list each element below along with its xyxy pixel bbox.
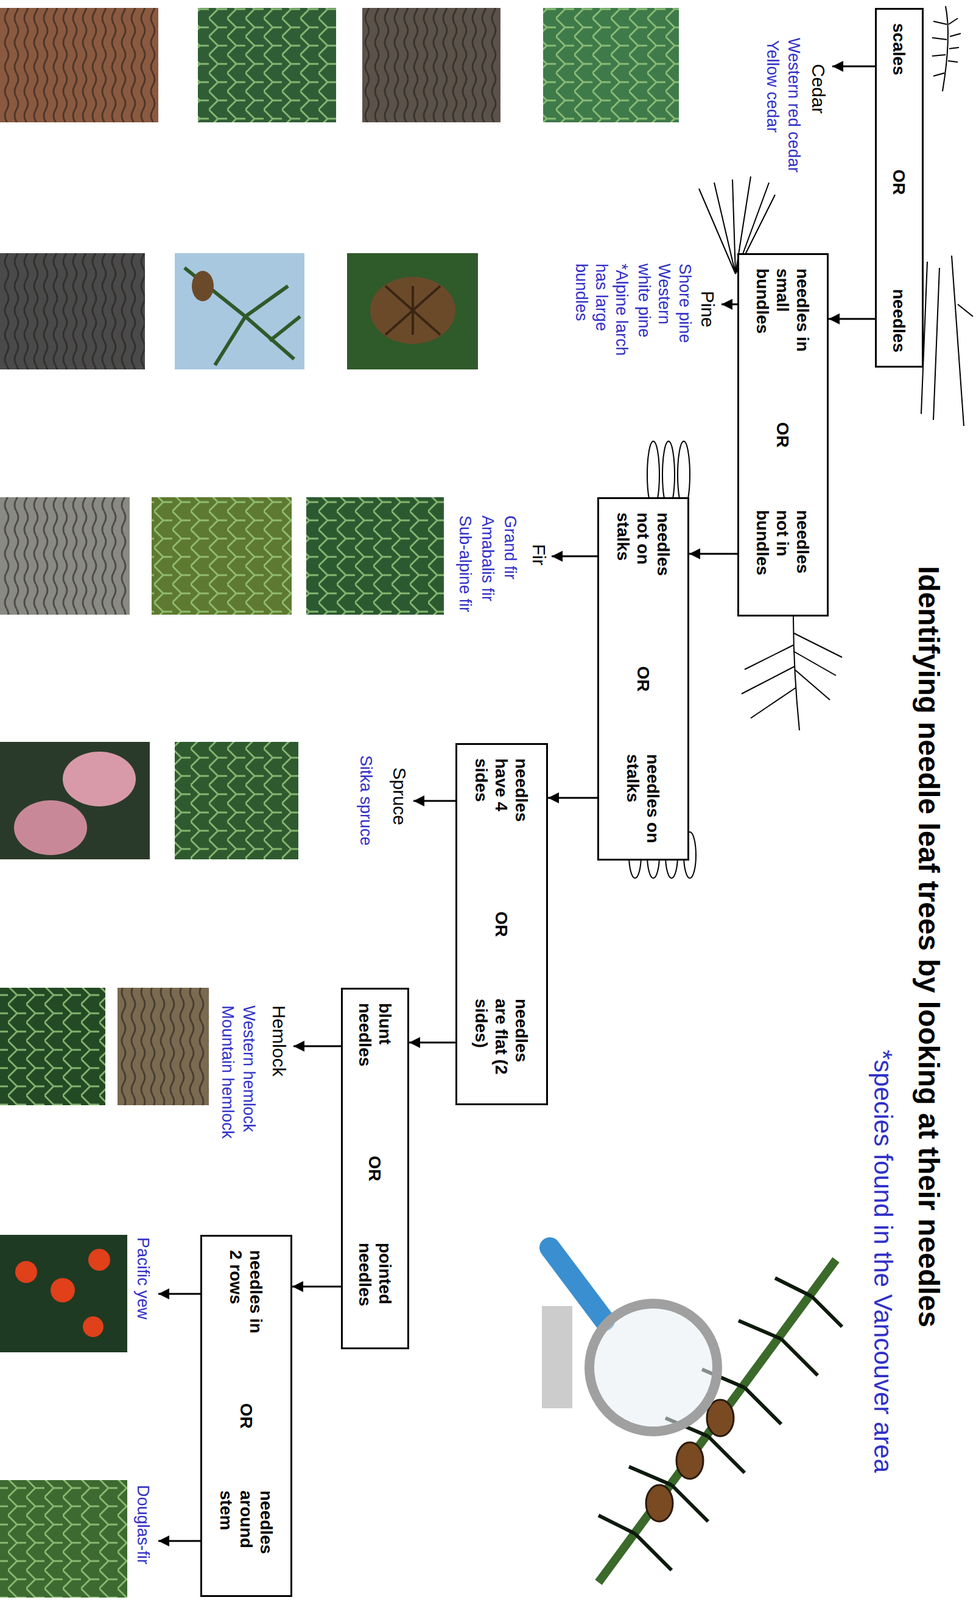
choice-text: needles not in bundles [753,510,814,602]
or-label: OR [491,912,513,938]
genus-label: Fir [528,544,550,566]
species-label: Grand fir [499,515,521,580]
choice-text: needles have 4 sides [471,758,533,850]
diagram-title: Identifying needle leaf trees by looking… [911,566,946,1328]
flow-arrow [547,797,598,800]
genus-label: Spruce [389,767,410,826]
choice-text: scales [889,23,910,76]
decision-box: scalesOR needles [874,7,924,368]
choice-text: needles in small bundles [753,268,814,360]
species-label: Western white pine [633,263,675,368]
decision-box: needles in 2 rowsOR needles around stem [200,1235,293,1598]
magnifier-illustration [541,1248,843,1584]
genus-label: Hemlock [268,1005,290,1078]
choice-text: needles not on stalks [613,512,674,604]
species-label: Mountain hemlock [217,1005,239,1140]
subtitle-note: *species found in the Vancouver area [872,1050,894,1474]
choice-text: needles on stalks [623,754,664,846]
or-label: OR [236,1404,257,1430]
species-label: Pacific yew [132,1237,154,1321]
genus-label: Cedar [807,63,829,114]
species-label: Douglas-fir [132,1485,154,1566]
photo [0,7,679,1599]
flow-arrow [828,318,875,321]
flow-arrow [292,1286,341,1289]
choice-text: needles are flat (2 sides) [471,999,533,1091]
or-label: OR [889,169,910,195]
flow-arrow [689,553,738,556]
or-label: OR [773,422,794,449]
species-label: Sub-alpine fir [454,515,476,613]
species-label: Shore pine [674,263,695,368]
species-label: Western red cedar [783,37,805,173]
decision-box: blunt needlesOR pointed needles [340,988,410,1350]
choice-text: pointed needles [354,1243,396,1335]
genus-label: Pine [697,291,718,328]
or-label: OR [633,666,654,693]
decision-box: needles not on stalksOR needles on stalks [597,497,690,861]
decision-box: needles have 4 sidesOR needles are flat (… [455,743,548,1106]
decision-box: needles in small bundlesOR needles not in… [737,253,829,617]
species-label: Sitka spruce [355,755,377,847]
choice-text: needles around stem [216,1491,277,1583]
choice-text: blunt needles [354,1003,396,1095]
species-label: Yellow cedar [762,40,783,133]
choice-text: needles [889,289,910,353]
flow-arrow [409,1042,456,1045]
choice-text: needles in 2 rows [226,1250,267,1342]
or-label: OR [365,1156,386,1182]
species-label: Western hemlock [238,1005,260,1133]
species-note: *Alpine larch has large bundles [571,263,632,368]
species-label: Amabalis fir [477,515,499,602]
